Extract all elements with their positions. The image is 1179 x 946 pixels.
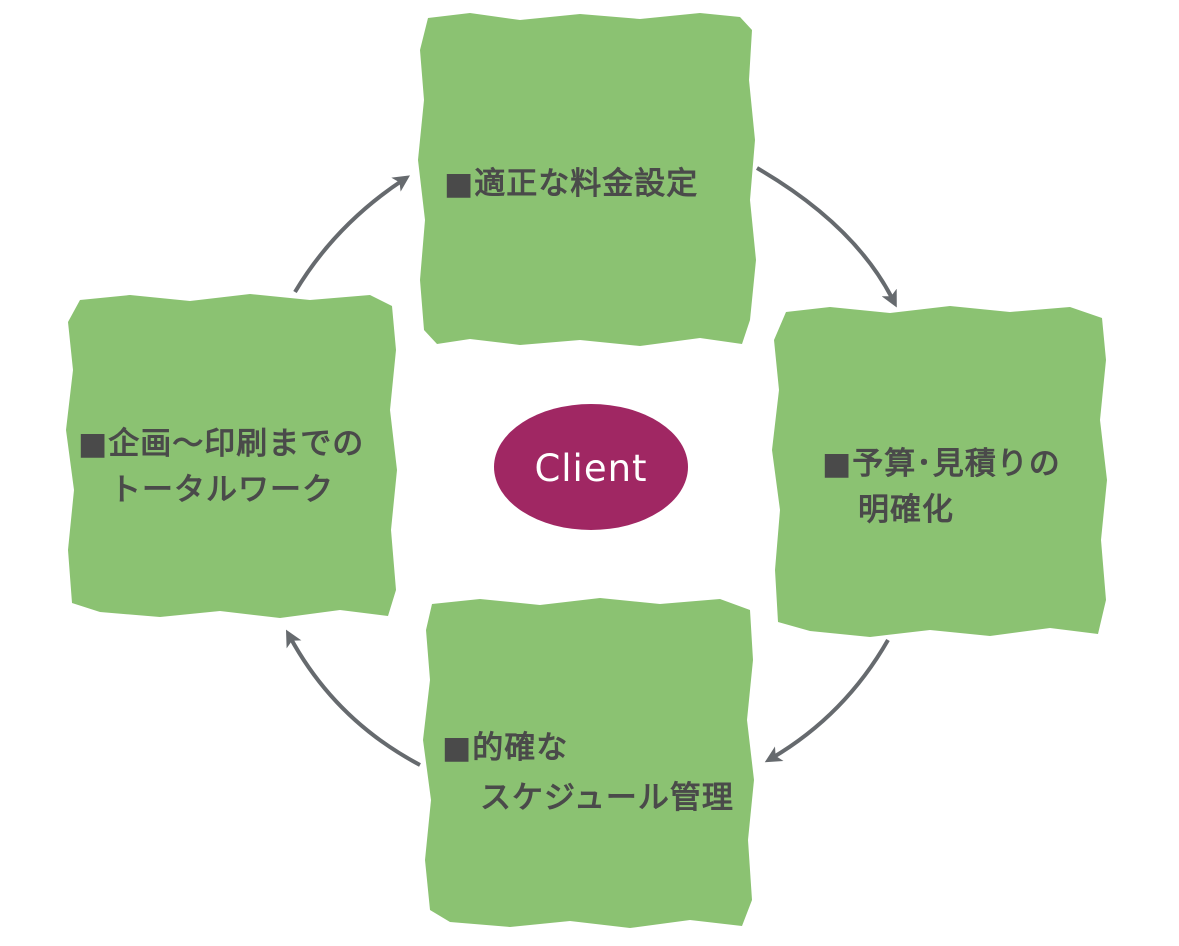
step-box-bottom: ■的確な スケジュール管理 xyxy=(423,598,754,928)
arrow-left-to-top xyxy=(293,175,411,294)
arrow-right-to-bottom xyxy=(764,639,890,763)
step-label-line: スケジュール管理 xyxy=(480,780,734,816)
step-label: ■適正な料金設定 xyxy=(444,166,698,202)
step-label: ■企画〜印刷までの トータルワーク xyxy=(78,426,376,508)
client-node: Client xyxy=(494,404,688,530)
arrow-top-to-right xyxy=(755,166,897,308)
arrow-bottom-to-left xyxy=(285,629,421,767)
box-shape xyxy=(772,306,1107,637)
step-label-line: ■予算･見積りの xyxy=(822,446,1061,482)
client-ellipse xyxy=(494,404,688,530)
step-label-line: ■的確な xyxy=(442,730,568,766)
client-label: Client xyxy=(534,447,647,490)
step-label: ■予算･見積りの 明確化 xyxy=(822,446,1073,528)
box-shape xyxy=(66,294,397,618)
box-shape xyxy=(423,598,754,928)
step-label-line: ■企画〜印刷までの xyxy=(78,426,364,462)
box-shape xyxy=(418,13,756,346)
step-label-line: ■適正な料金設定 xyxy=(444,166,698,202)
cycle-arrows xyxy=(285,166,897,767)
step-label-line: トータルワーク xyxy=(110,472,334,508)
step-box-left: ■企画〜印刷までの トータルワーク xyxy=(66,294,397,618)
step-box-right: ■予算･見積りの 明確化 xyxy=(772,306,1107,637)
step-box-top: ■適正な料金設定 xyxy=(418,13,756,346)
step-label: ■的確な スケジュール管理 xyxy=(442,730,734,816)
step-label-line: 明確化 xyxy=(858,492,954,528)
